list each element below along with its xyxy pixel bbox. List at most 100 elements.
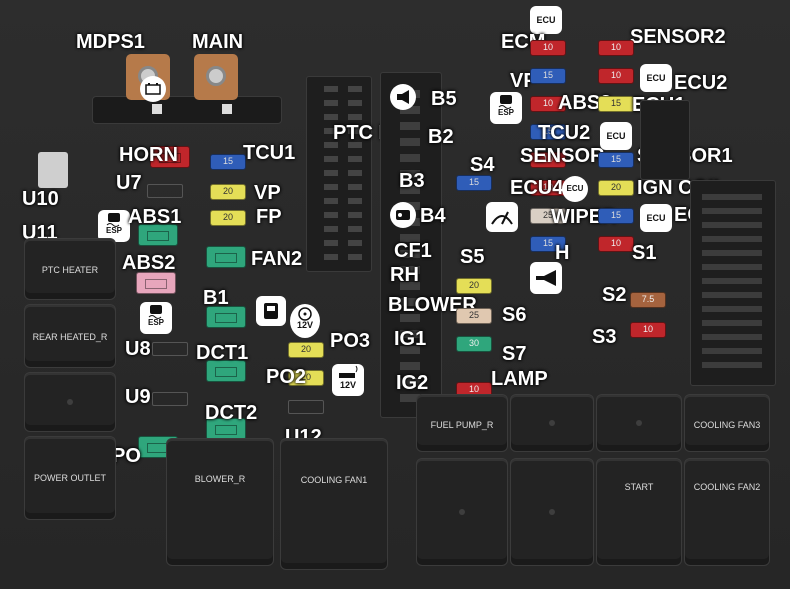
s5-fuse: 20 bbox=[454, 278, 494, 294]
horn-icon bbox=[390, 84, 416, 110]
label-s1: S1 bbox=[632, 242, 657, 264]
label-ig2: IG2 bbox=[396, 372, 429, 394]
esp-icon: ESP bbox=[140, 302, 172, 334]
v12-text: 12V bbox=[296, 320, 313, 330]
tcu2-fuse: 15 bbox=[528, 124, 568, 140]
bolt-icon bbox=[206, 66, 226, 86]
esp-text: ESP bbox=[497, 108, 514, 117]
s3-fuse: 10 bbox=[628, 322, 668, 338]
sensor-fuse: 10 bbox=[528, 152, 568, 168]
label-h: H bbox=[555, 242, 570, 264]
upper-right-connector bbox=[640, 100, 690, 180]
label-main: MAIN bbox=[192, 31, 244, 53]
label-sensor2: SENSOR2 bbox=[630, 26, 726, 48]
label-sensor: SENSOR bbox=[520, 145, 605, 167]
s6-fuse: 25 bbox=[454, 308, 494, 324]
relay-power-outlet: POWER OUTLET bbox=[24, 436, 116, 520]
po3-fuse: 20 bbox=[286, 342, 326, 358]
power-socket-icon: 12V bbox=[290, 304, 320, 338]
label-s5: S5 bbox=[460, 246, 485, 268]
s2-fuse: 7.5 bbox=[628, 292, 668, 308]
radio-icon bbox=[390, 202, 416, 228]
fan2-fuse bbox=[206, 246, 246, 268]
v12-text: 12V bbox=[339, 380, 356, 390]
u7-slot bbox=[147, 184, 183, 198]
label-u8: U8 bbox=[125, 338, 151, 360]
label-b5: B5 bbox=[431, 88, 457, 110]
vp-right-fuse: 15 bbox=[528, 68, 568, 84]
relay-fuel-pump: FUEL PUMP_R bbox=[416, 394, 508, 452]
ptc-h-slots-2 bbox=[348, 86, 362, 262]
esp-icon: ESP bbox=[98, 210, 130, 242]
label-cf1: CF1 bbox=[394, 240, 432, 262]
label-b2: B2 bbox=[428, 126, 454, 148]
s7-fuse: 30 bbox=[454, 336, 494, 352]
ecu-chip-icon: ECU bbox=[562, 176, 588, 202]
relay-cooling-fan2: COOLING FAN2 bbox=[684, 458, 770, 566]
label-s4: S4 bbox=[470, 154, 495, 176]
relay-ptc-heater: PTC HEATER bbox=[24, 238, 116, 300]
ecu1-fuse: 15 bbox=[596, 96, 636, 112]
u8-slot bbox=[152, 342, 188, 356]
label-horn: HORN bbox=[119, 144, 178, 166]
ptc-h-fuse-strip bbox=[306, 76, 372, 272]
tcu1-fuse: 15 bbox=[208, 154, 248, 170]
cigar-lighter-icon: 12V bbox=[332, 364, 364, 396]
relay-blank-left bbox=[24, 372, 116, 432]
fp-fuse: 20 bbox=[208, 210, 248, 226]
esp-icon: ESP bbox=[490, 92, 522, 124]
label-tcu2: TCU2 bbox=[538, 122, 591, 144]
horn-fuse bbox=[150, 146, 190, 168]
ecu-chip-icon: ECU bbox=[530, 6, 562, 34]
door-icon bbox=[256, 296, 286, 326]
u10-connector bbox=[38, 152, 68, 188]
label-po: PO bbox=[112, 445, 141, 467]
center-strip-slots bbox=[400, 90, 420, 410]
b1-fuse bbox=[206, 306, 246, 328]
dct1-fuse bbox=[206, 360, 246, 382]
main-square-icon bbox=[222, 104, 232, 114]
label-ig1: IG1 bbox=[394, 328, 427, 350]
sensor1-fuse: 15 bbox=[596, 152, 636, 168]
label-u7: U7 bbox=[116, 172, 142, 194]
sensor2-fuse: 10 bbox=[596, 40, 636, 56]
label-dct1: DCT1 bbox=[196, 342, 249, 364]
ecm-fuse: 10 bbox=[528, 40, 568, 56]
label-s6: S6 bbox=[502, 304, 527, 326]
relay-start: START bbox=[596, 458, 682, 566]
vp-fuse: 20 bbox=[208, 184, 248, 200]
label-b3: B3 bbox=[399, 170, 425, 192]
label-lamp: LAMP bbox=[491, 368, 548, 390]
battery-icon bbox=[140, 76, 166, 102]
label-b1: B1 bbox=[203, 287, 229, 309]
relay-cooling-fan3: COOLING FAN3 bbox=[684, 394, 770, 452]
label-b4: B4 bbox=[420, 205, 446, 227]
u9-slot bbox=[152, 392, 188, 406]
label-ptc-h: PTC H bbox=[333, 122, 393, 144]
s1-fuse: 10 bbox=[596, 236, 636, 252]
main-terminal bbox=[194, 54, 238, 100]
label-abs1: ABS1 bbox=[128, 206, 182, 228]
ecu2-fuse: 10 bbox=[596, 68, 636, 84]
label-ecu2: ECU2 bbox=[674, 72, 728, 94]
label-fp: FP bbox=[256, 206, 282, 228]
s4-fuse: 15 bbox=[454, 175, 494, 191]
ecu-chip-icon: ECU bbox=[600, 122, 632, 150]
ptc-h-slots bbox=[324, 86, 338, 262]
label-u10: U10 bbox=[22, 188, 59, 210]
ecu-chip-icon: ECU bbox=[640, 64, 672, 92]
label-abs2: ABS2 bbox=[122, 252, 176, 274]
mdps1-square-icon bbox=[152, 104, 162, 114]
ign-coil-fuse: 20 bbox=[596, 180, 636, 196]
ecu-chip-icon: ECU bbox=[640, 204, 672, 232]
label-u9: U9 bbox=[125, 386, 151, 408]
label-s7: S7 bbox=[502, 343, 527, 365]
label-tcu1: TCU1 bbox=[243, 142, 296, 164]
abs3-fuse: 10 bbox=[528, 96, 568, 112]
label-dct2: DCT2 bbox=[205, 402, 258, 424]
wiper-icon bbox=[486, 202, 518, 232]
relay-blank-2 bbox=[596, 394, 682, 452]
label-fan2: FAN2 bbox=[251, 248, 303, 270]
label-po2: PO2 bbox=[266, 366, 307, 388]
